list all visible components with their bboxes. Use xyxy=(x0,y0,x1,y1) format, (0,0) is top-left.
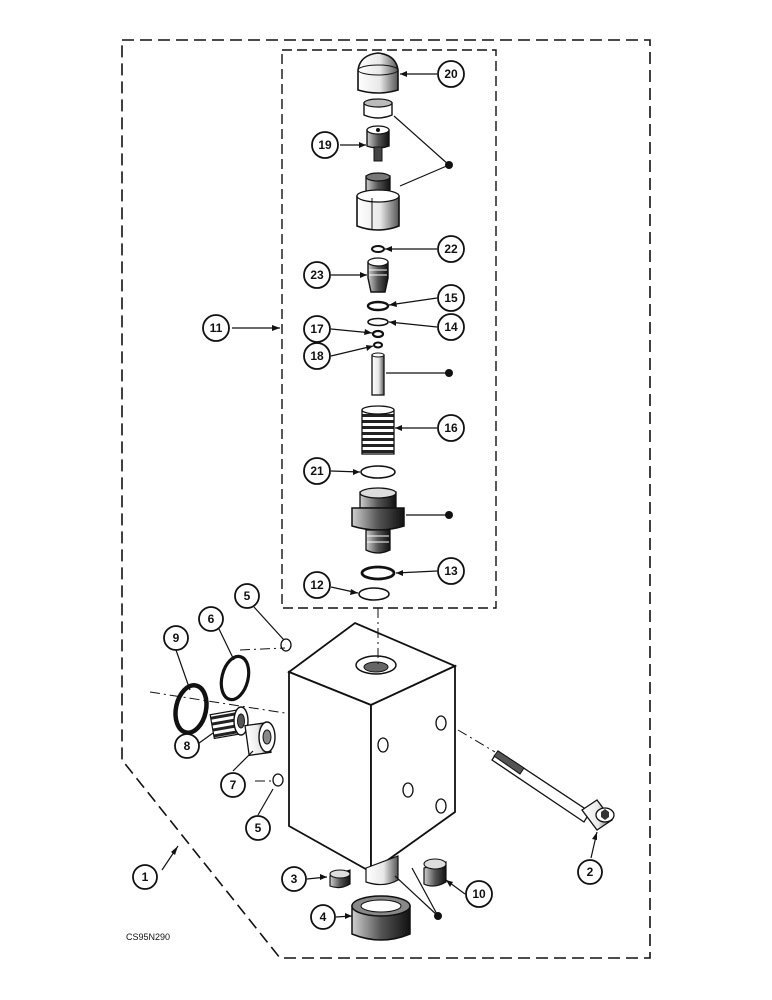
callout-20: 20 xyxy=(437,60,465,88)
callout-label: 15 xyxy=(444,291,458,305)
callout-label: 2 xyxy=(587,865,594,879)
callout-13: 13 xyxy=(437,557,465,585)
plug-10-part xyxy=(423,858,447,887)
o-ring-6-part xyxy=(219,654,251,702)
callout-21: 21 xyxy=(303,457,331,485)
alignment-lines xyxy=(149,608,496,782)
callout-5-upper: 5 xyxy=(234,583,260,609)
o-ring-21-part xyxy=(360,465,396,479)
plug-3-part xyxy=(329,869,351,889)
callout-8: 8 xyxy=(174,733,200,759)
callout-10: 10 xyxy=(465,880,493,908)
callout-label: 8 xyxy=(184,739,191,753)
cap-part xyxy=(357,52,399,94)
cartridge-body-part xyxy=(351,487,405,554)
hex-nut-part xyxy=(356,172,400,231)
backup-ring-9-part xyxy=(173,683,209,735)
callout-label: 21 xyxy=(310,464,324,478)
o-ring-12-part xyxy=(358,587,390,601)
callout-label: 5 xyxy=(255,821,262,835)
spring-part xyxy=(361,405,395,455)
callout-14: 14 xyxy=(437,313,465,341)
callout-label: 7 xyxy=(230,778,237,792)
callout-19: 19 xyxy=(311,131,339,159)
callout-12: 12 xyxy=(303,571,331,599)
small-o-ring-part xyxy=(371,245,385,253)
callout-17: 17 xyxy=(303,315,331,343)
assembly-boundary xyxy=(121,39,651,959)
callout-label: 22 xyxy=(444,242,458,256)
callout-label: 16 xyxy=(444,421,458,435)
callout-label: 1 xyxy=(142,870,149,884)
o-ring-5-lower-part xyxy=(272,773,284,787)
pin-part xyxy=(371,352,385,396)
ring-17-part xyxy=(371,329,385,339)
valve-block-part xyxy=(287,621,458,886)
callout-label: 5 xyxy=(244,589,251,603)
callout-22: 22 xyxy=(437,235,465,263)
callout-5-lower: 5 xyxy=(245,815,271,841)
callout-label: 17 xyxy=(310,322,324,336)
callout-label: 18 xyxy=(310,349,324,363)
callout-label: 20 xyxy=(444,67,458,81)
callout-2: 2 xyxy=(577,859,603,885)
adjusting-screw-part xyxy=(366,125,390,162)
callout-6: 6 xyxy=(198,606,224,632)
callout-label: 4 xyxy=(320,910,327,924)
cap-screw-part xyxy=(491,750,615,831)
ring-18-part xyxy=(373,341,383,349)
callout-label: 3 xyxy=(291,872,298,886)
callout-label: 12 xyxy=(310,578,324,592)
callout-3: 3 xyxy=(281,866,307,892)
check-seat-part xyxy=(244,721,276,757)
leader-arrows xyxy=(171,71,597,919)
callout-7: 7 xyxy=(220,772,246,798)
backup-ring-14-part xyxy=(367,317,389,327)
callout-label: 11 xyxy=(210,321,223,335)
callout-16: 16 xyxy=(437,414,465,442)
callout-label: 23 xyxy=(310,268,324,282)
poppet-seat-part xyxy=(367,257,389,293)
o-ring-15-part xyxy=(366,300,390,312)
callout-label: 6 xyxy=(208,612,215,626)
callout-15: 15 xyxy=(437,284,465,312)
callout-label: 14 xyxy=(444,320,458,334)
callout-label: 10 xyxy=(472,887,486,901)
callout-label: 19 xyxy=(318,138,332,152)
callout-18: 18 xyxy=(303,342,331,370)
callout-11: 11 xyxy=(202,314,230,342)
backup-ring-13-part xyxy=(360,565,396,581)
valve-cartridge-boundary xyxy=(281,49,497,609)
o-ring-5-upper-part xyxy=(280,638,292,652)
callout-4: 4 xyxy=(310,904,336,930)
callout-label: 13 xyxy=(444,564,458,578)
diagram-code: CS95N290 xyxy=(126,932,170,942)
callout-23: 23 xyxy=(303,261,331,289)
ring-part xyxy=(363,98,393,119)
reference-dots xyxy=(434,161,453,920)
threaded-plug-part xyxy=(209,706,249,740)
plug-4-part xyxy=(351,895,411,941)
callout-1: 1 xyxy=(132,864,158,890)
callout-label: 9 xyxy=(173,631,180,645)
callout-9: 9 xyxy=(163,625,189,651)
